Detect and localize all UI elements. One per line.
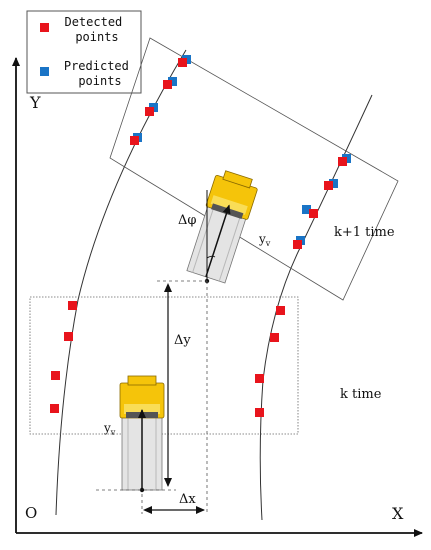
detected-point [324,181,333,190]
k-plus-1-time-region [109,37,399,301]
legend-detected-label: Detected points [64,15,129,44]
lane-points [50,55,351,417]
vehicle-current-reference-point [139,487,145,493]
legend-predicted-label: Predicted points [64,59,136,88]
delta-phi-label: Δφ [178,213,197,228]
left-lane-line [55,49,187,516]
detected-point [270,333,279,342]
k-time-label: k time [340,387,382,402]
y-axis-label: Y [29,93,41,112]
detected-point [50,404,59,413]
delta-y-label: Δy [174,333,191,348]
vehicle-next-heading-arrow [205,204,231,278]
detected-point [130,136,139,145]
origin-label: O [25,504,37,522]
detected-point [338,157,347,166]
detected-point [255,374,264,383]
detected-point [64,332,73,341]
predicted-point [302,205,311,214]
detected-point [293,240,302,249]
delta-x-label: Δx [179,492,196,507]
legend-predicted-marker [40,67,49,76]
detected-point [309,209,318,218]
vehicle-next [186,170,258,284]
k-time-region [29,296,299,435]
vehicle-next-yv-label: yv [258,232,271,248]
detected-point [276,306,285,315]
detected-point [163,80,172,89]
k-plus-1-time-label: k+1 time [334,225,395,240]
detected-point [178,58,187,67]
detected-point [255,408,264,417]
predicted-point [168,77,177,86]
vehicle-current-yv-label: yv [103,421,116,437]
predicted-point [329,179,338,188]
x-axis-label: X [392,504,404,523]
legend: Detected points Predicted points [26,10,142,94]
delta-phi-arc [206,255,216,259]
legend-detected-marker [40,23,49,32]
detected-point [68,301,77,310]
detected-point [51,371,60,380]
detected-point [145,107,154,116]
